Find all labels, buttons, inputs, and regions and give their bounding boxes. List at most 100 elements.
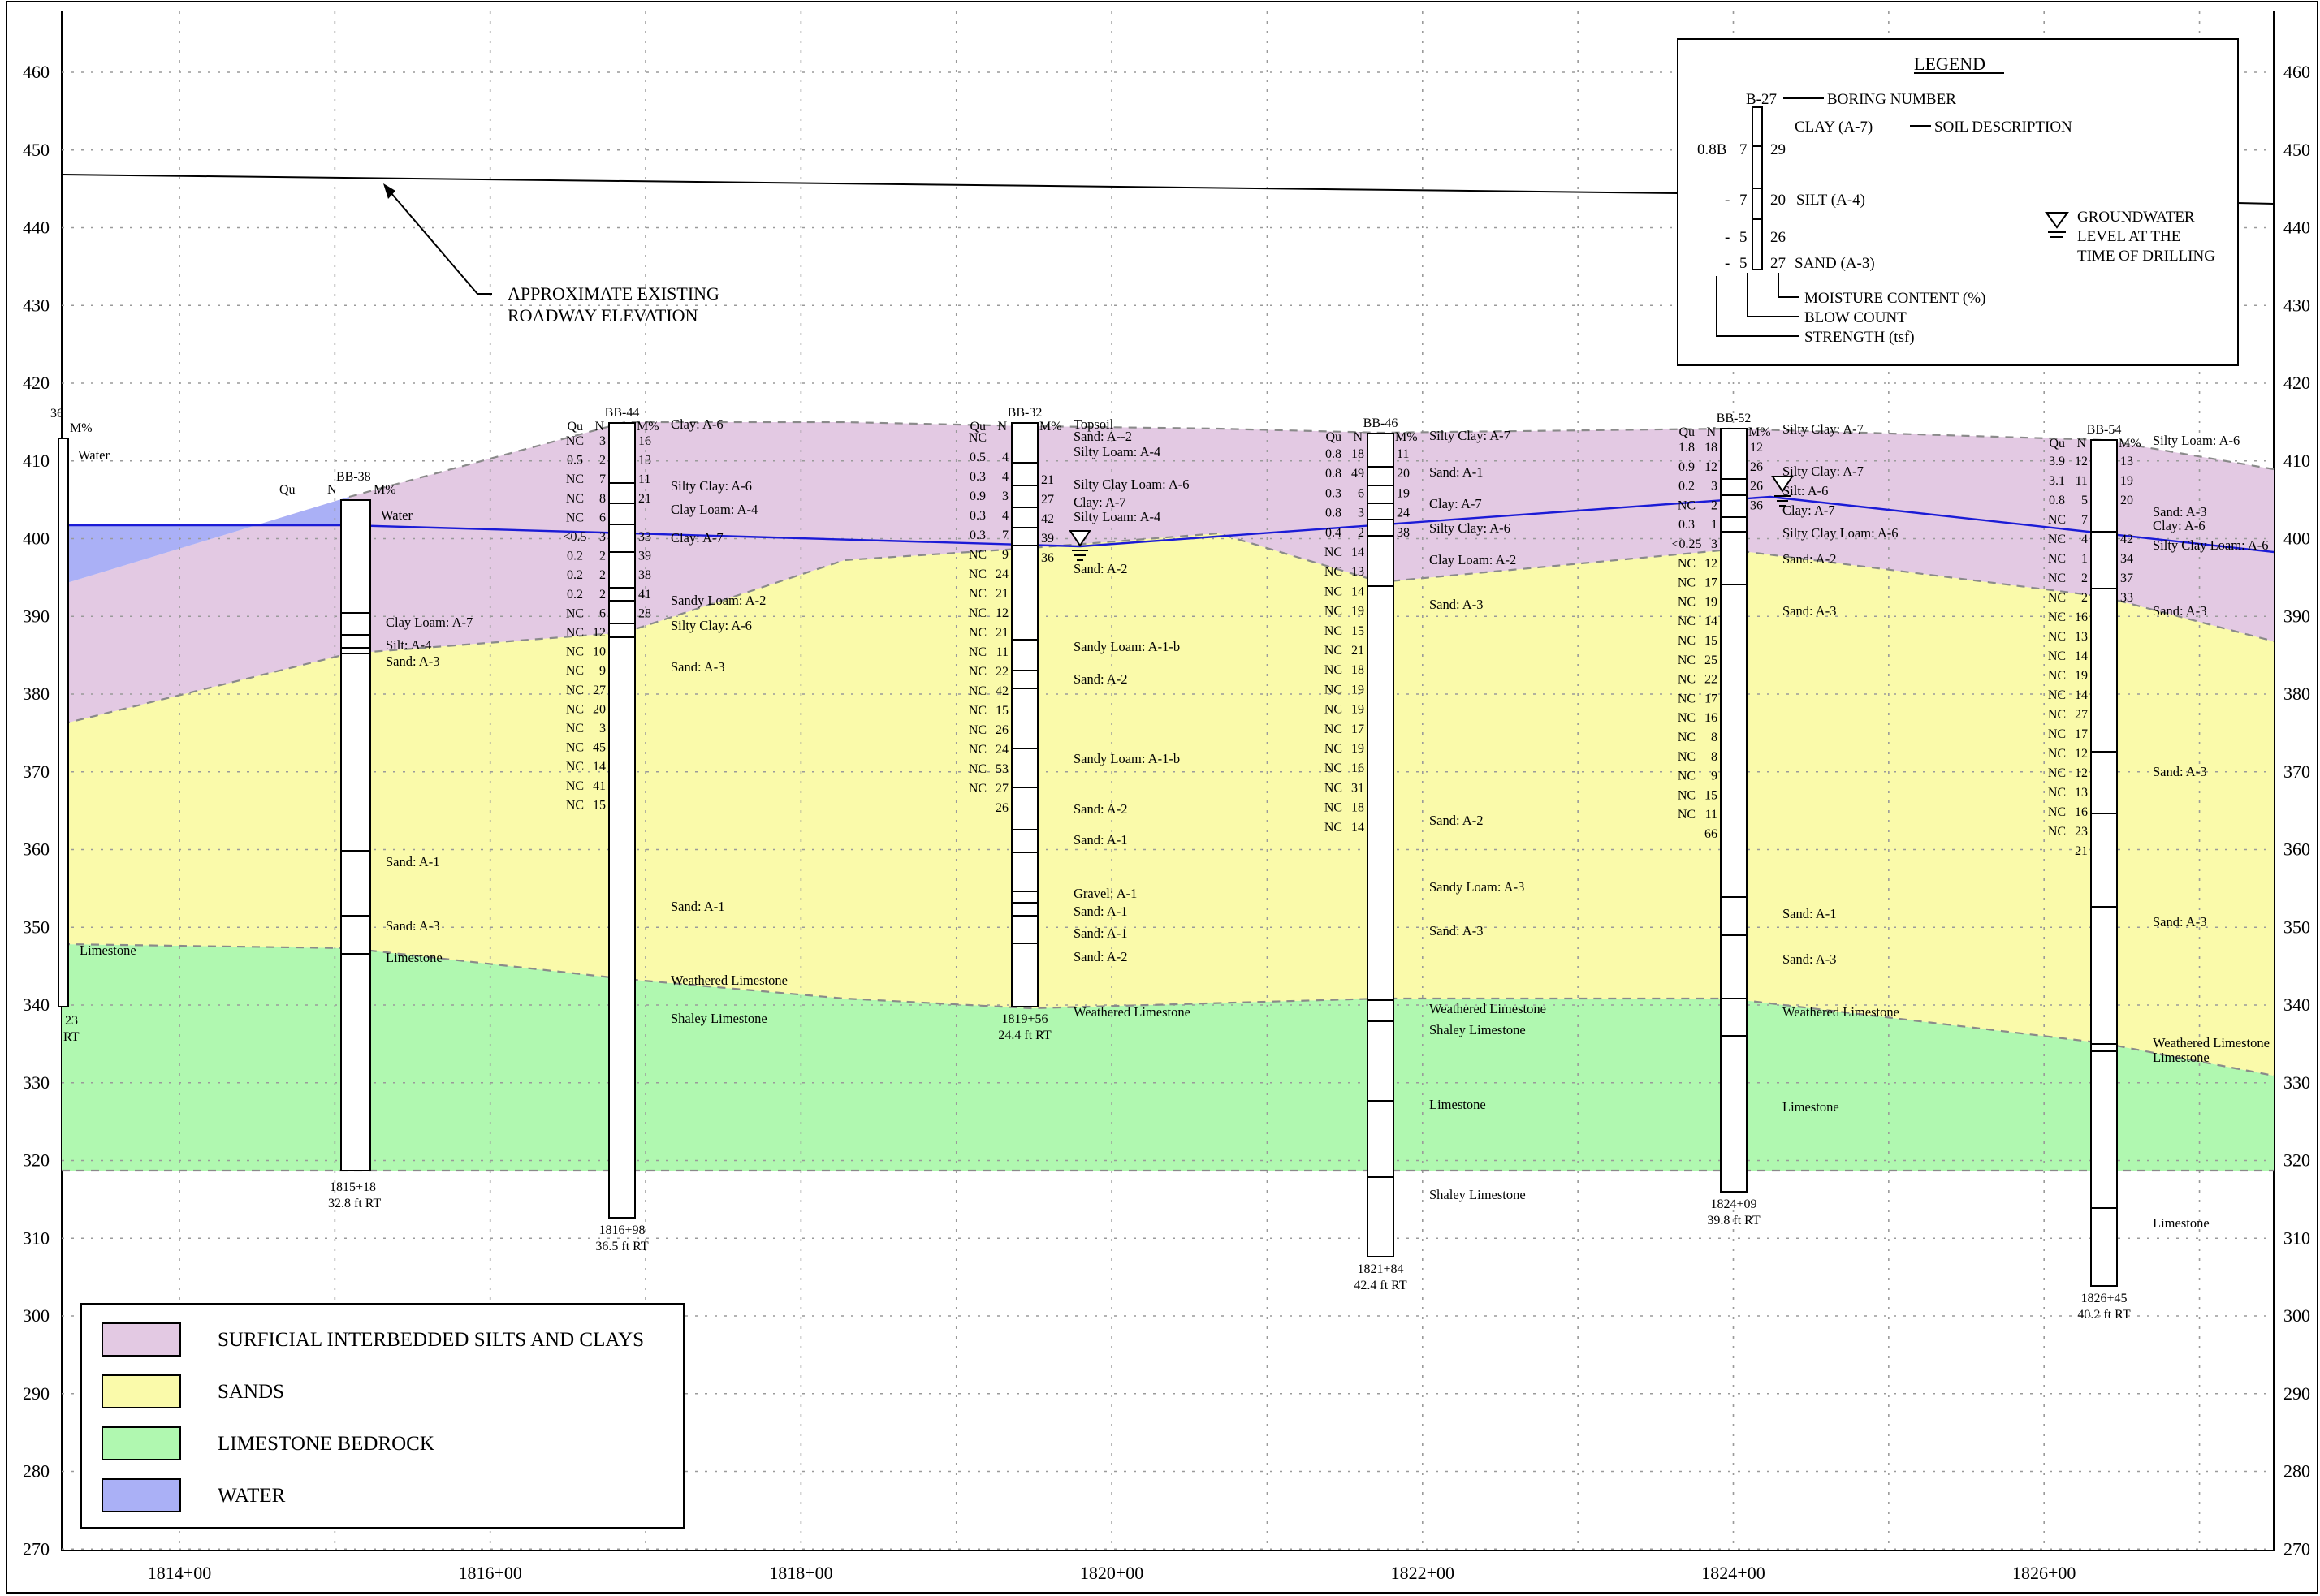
- bb44-offset: 36.5 ft RT: [595, 1240, 648, 1253]
- bb46-n-value: 19: [1351, 683, 1364, 697]
- bb44-qu-value: NC: [566, 741, 584, 755]
- bb32-qu-value: NC: [969, 665, 987, 679]
- boring-left-station: 23: [65, 1014, 78, 1028]
- bb44-qu-value: NC: [566, 606, 584, 620]
- bb52-m-value: 26: [1750, 480, 1763, 494]
- bb32-n-value: 7: [1002, 528, 1009, 542]
- legend-gw-line3: TIME OF DRILLING: [2077, 248, 2215, 265]
- bb46-soil-0: Silty Clay: A-7: [1429, 428, 1510, 443]
- legend-m-2: 20: [1770, 192, 1786, 209]
- elevation-axis-right: 4604504404304204104003903803703603503403…: [2283, 62, 2310, 1559]
- bb32-n-value: 12: [996, 606, 1009, 620]
- bb46-offset: 42.4 ft RT: [1354, 1279, 1406, 1292]
- bb54-qu-value: 3.9: [2049, 455, 2065, 468]
- bb52-qu-value: NC: [1678, 673, 1696, 687]
- bb32-m-header: M%: [1039, 420, 1062, 434]
- bb38-soil-2: Silt: A-4: [386, 637, 431, 653]
- bb52-n-header: N: [1706, 425, 1716, 439]
- bb54-qu-value: NC: [2048, 649, 2066, 663]
- key-swatch-sands: [102, 1374, 181, 1408]
- bb52-qu-value: NC: [1678, 788, 1696, 802]
- bb44-qu-value: NC: [566, 434, 584, 448]
- bb32-n-value: 9: [1002, 548, 1009, 562]
- bb32-qu-value: NC: [969, 743, 987, 757]
- elevation-label-left: 310: [23, 1227, 50, 1248]
- bb44-n-value: 20: [593, 702, 606, 716]
- bb44-n-value: 3: [599, 434, 606, 448]
- elevation-label-left: 410: [23, 451, 50, 471]
- legend-strength: STRENGTH (tsf): [1804, 329, 1915, 346]
- bb32-qu-value: NC: [969, 684, 987, 698]
- elevation-label-right: 350: [2283, 917, 2310, 937]
- bb32-qu-header: Qu: [970, 420, 986, 434]
- legend: LEGEND B-27 BORING NUMBER CLAY (A-7) SOI…: [1677, 38, 2239, 366]
- bb46-m-header: M%: [1395, 430, 1418, 444]
- bb38-id: BB-38: [336, 470, 371, 484]
- bb44-m-value: 28: [638, 606, 651, 620]
- station-label: 1816+00: [458, 1563, 521, 1583]
- bb46-qu-value: NC: [1324, 742, 1342, 756]
- legend-boring-number: BORING NUMBER: [1827, 91, 1956, 108]
- station-label: 1826+00: [2012, 1563, 2076, 1583]
- bb52-n-value: 16: [1704, 711, 1717, 725]
- bb32-soil-3: Silty Clay Loam: A-6: [1074, 477, 1190, 492]
- bb54-qu-value: NC: [2048, 825, 2066, 839]
- bb52-qu-value: NC: [1678, 576, 1696, 590]
- bb44-soil-6: Sand: A-3: [671, 659, 724, 675]
- boring-left-id: 36: [50, 407, 63, 421]
- bb46-n-value: 15: [1351, 624, 1364, 638]
- bb54-soil-8: Limestone: [2153, 1050, 2210, 1065]
- elevation-label-left: 330: [23, 1072, 50, 1093]
- bb54-m-value: 34: [2120, 552, 2133, 566]
- bb44-n-value: 8: [599, 492, 606, 506]
- elevation-label-right: 390: [2283, 606, 2310, 626]
- key-label-water: WATER: [218, 1485, 286, 1507]
- bb32-qu-value: 0.3: [970, 528, 986, 542]
- bb46-soil-3: Silty Clay: A-6: [1429, 520, 1510, 536]
- bb44-m-value: 41: [638, 588, 651, 602]
- bb44-qu-header: Qu: [567, 420, 583, 434]
- bb32-qu-value: NC: [969, 704, 987, 718]
- bb54-soil-3: Silty Clay Loam: A-6: [2153, 537, 2269, 553]
- bb52-n-value: 3: [1711, 480, 1717, 494]
- bb52-qu-value: NC: [1678, 750, 1696, 764]
- bb46-qu-value: NC: [1324, 801, 1342, 815]
- bb46-soil-6: Sand: A-2: [1429, 813, 1483, 828]
- bb54-soil-5: Sand: A-3: [2153, 764, 2206, 779]
- bb32-n-value: 26: [996, 723, 1009, 737]
- bb46-soil-10: Shaley Limestone: [1429, 1022, 1526, 1037]
- bb54-n-value: 17: [2075, 727, 2088, 741]
- elevation-label-left: 320: [23, 1150, 50, 1171]
- bb54-n-value: 1: [2081, 552, 2088, 566]
- bb44-n-value: 2: [599, 568, 606, 582]
- roadway-leader-line: [385, 186, 478, 295]
- bb46-qu-value: NC: [1324, 761, 1342, 775]
- key-label-silts: SURFICIAL INTERBEDDED SILTS AND CLAYS: [218, 1329, 644, 1351]
- bb44-n-value: 6: [599, 511, 606, 524]
- bb32-soil-9: Sandy Loam: A-1-b: [1074, 751, 1180, 766]
- bb54-n-value: 4: [2081, 533, 2088, 546]
- roadway-leader-arrowhead: [383, 183, 395, 199]
- bb54-n-value: 14: [2075, 688, 2088, 702]
- bb32-soil-15: Sand: A-2: [1074, 949, 1127, 964]
- bb52-qu-value: NC: [1678, 498, 1696, 512]
- bb52-n-value: 11: [1705, 808, 1717, 822]
- boring-bb54-column: [2090, 439, 2118, 1287]
- key-swatch-limestone: [102, 1426, 181, 1460]
- bb46-soil-5: Sand: A-3: [1429, 597, 1483, 612]
- material-key: SURFICIAL INTERBEDDED SILTS AND CLAYS SA…: [80, 1303, 685, 1529]
- legend-box: [1677, 38, 2239, 366]
- bb44-qu-value: NC: [566, 779, 584, 793]
- bb44-m-value: 39: [638, 550, 651, 563]
- bb52-n-value: 66: [1704, 827, 1717, 841]
- bb32-n-value: 11: [996, 645, 1009, 659]
- bb54-qu-value: 3.1: [2049, 474, 2065, 488]
- bb32-soil-7: Sandy Loam: A-1-b: [1074, 639, 1180, 654]
- bb54-qu-value: NC: [2048, 708, 2066, 722]
- bb54-n-value: 12: [2075, 766, 2088, 780]
- bb32-qu-value: 0.3: [970, 509, 986, 523]
- bb54-qu-value: NC: [2048, 552, 2066, 566]
- bb38-qu-header: Qu: [279, 483, 296, 497]
- boring-left-partial: 36 M% Water Limestone 23 RT: [50, 407, 136, 1044]
- bb54-n-value: 2: [2081, 572, 2088, 585]
